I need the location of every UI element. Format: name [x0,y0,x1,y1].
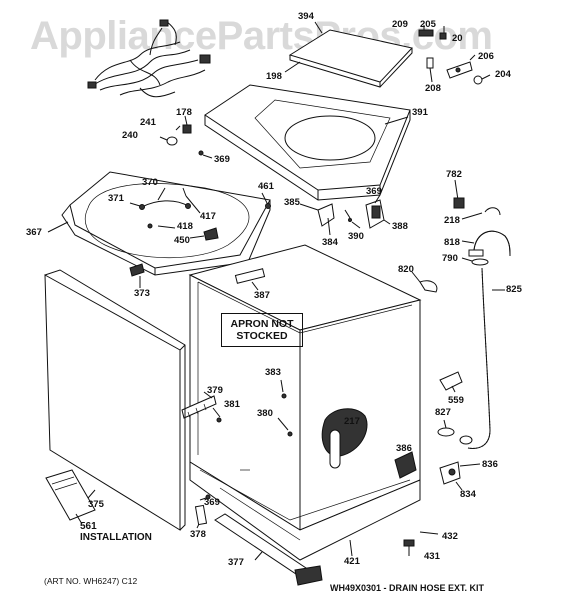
label-371: 371 [108,193,124,204]
screw-461 [261,192,271,209]
label-381: 381 [224,399,240,410]
label-431: 431 [424,551,440,562]
label-391: 391 [412,107,428,118]
label-461: 461 [258,181,274,192]
label-834: 834 [460,489,476,500]
apron-notice-box: APRON NOT STOCKED [221,313,303,347]
panel-375 [44,269,186,531]
label-198: 198 [266,71,282,82]
label-386: 386 [396,443,412,454]
art-number: (ART NO. WH6247) C12 [44,576,138,586]
label-installation: INSTALLATION [80,532,152,543]
label-178: 178 [176,107,192,118]
label-380: 380 [257,408,273,419]
pump-bracket [439,461,481,491]
label-417: 417 [200,211,216,222]
wire-harness [87,19,211,98]
drain-hose-kit-note: WH49X0301 - DRAIN HOSE EXT. KIT [330,583,485,593]
label-370: 370 [142,177,158,188]
label-208: 208 [425,83,441,94]
label-240: 240 [122,130,138,141]
label-378: 378 [190,529,206,540]
label-379: 379 [207,385,223,396]
label-390: 390 [348,231,364,242]
frame-brackets [129,187,219,241]
clip-820 [411,271,438,293]
label-387: 387 [254,290,270,301]
label-827: 827 [435,407,451,418]
label-559: 559 [448,395,464,406]
label-782: 782 [446,169,462,180]
label-241: 241 [140,117,156,128]
label-204: 204 [495,69,511,80]
label-421: 421 [344,556,360,567]
label-377: 377 [228,557,244,568]
label-206: 206 [478,51,494,62]
top-lid-394 [284,21,413,88]
hose-parts-top [453,179,511,266]
label-375: 375 [88,499,104,510]
lower-screws [194,494,211,529]
drain-hose-825 [459,267,505,449]
tab-373 [129,263,145,288]
label-373: 373 [134,288,150,299]
label-561: 561 [80,521,97,532]
label-432: 432 [442,531,458,542]
label-450: 450 [174,235,190,246]
label-820: 820 [398,264,414,275]
label-394: 394 [298,11,314,22]
label-369-base: 369 [204,497,220,508]
label-790: 790 [442,253,458,264]
label-209: 209 [392,19,408,30]
label-20: 20 [452,33,463,44]
label-836: 836 [482,459,498,470]
cabinet [181,244,422,531]
hose-clamps-lower [437,371,463,437]
label-217: 217 [344,416,360,427]
apron-notice-line1: APRON NOT [230,317,294,330]
watermark-text: AppliancePartsPros.com [30,14,493,58]
label-383: 383 [265,367,281,378]
top-cover-391 [204,84,411,201]
label-818: 818 [444,237,460,248]
lid-switch-cluster [299,194,391,236]
label-205: 205 [420,19,436,30]
label-369-top: 369 [214,154,230,165]
bolts-431-432 [403,531,439,556]
label-385: 385 [284,197,300,208]
installation-doc-561 [45,469,96,525]
label-367: 367 [26,227,42,238]
label-369-switch: 369 [366,186,382,197]
label-384: 384 [322,237,338,248]
label-218: 218 [444,215,460,226]
frame-ring-367 [47,171,271,276]
hinge-parts [418,25,491,85]
label-418: 418 [177,221,193,232]
label-388: 388 [392,221,408,232]
small-fasteners-top [159,115,213,159]
base-421 [189,461,421,561]
apron-notice-line2: STOCKED [236,330,288,342]
label-825: 825 [506,284,522,295]
rail-377 [214,513,323,586]
